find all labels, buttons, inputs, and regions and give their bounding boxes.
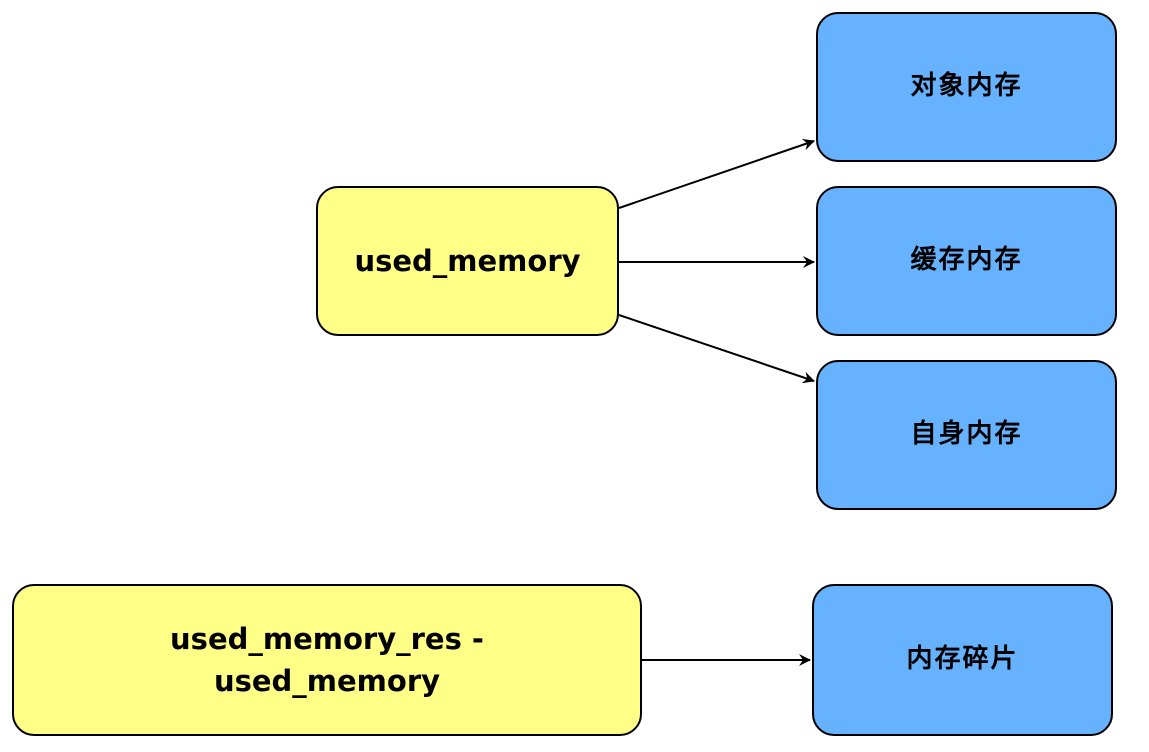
edge-used-memory-to-object-mem xyxy=(618,138,815,209)
node-self-memory: 自身内存 xyxy=(816,360,1117,510)
node-used-memory-res-line1: used_memory_res - xyxy=(170,621,484,656)
node-used-memory-res-label: used_memory_res - used_memory xyxy=(170,618,484,702)
node-buffer-memory-label: 缓存内存 xyxy=(910,245,1023,276)
node-used-memory-res: used_memory_res - used_memory xyxy=(12,584,642,736)
node-object-memory-label: 对象内存 xyxy=(910,71,1023,102)
node-buffer-memory: 缓存内存 xyxy=(816,186,1117,336)
node-used-memory: used_memory xyxy=(316,186,619,336)
edge-used-memory-to-self-mem xyxy=(618,314,815,384)
node-used-memory-res-line2: used_memory xyxy=(213,664,441,698)
node-memory-fragmentation: 内存碎片 xyxy=(812,584,1113,736)
node-memory-fragmentation-label: 内存碎片 xyxy=(906,644,1019,675)
node-object-memory: 对象内存 xyxy=(816,12,1117,162)
node-used-memory-label: used_memory xyxy=(354,243,581,278)
node-self-memory-label: 自身内存 xyxy=(910,419,1023,450)
